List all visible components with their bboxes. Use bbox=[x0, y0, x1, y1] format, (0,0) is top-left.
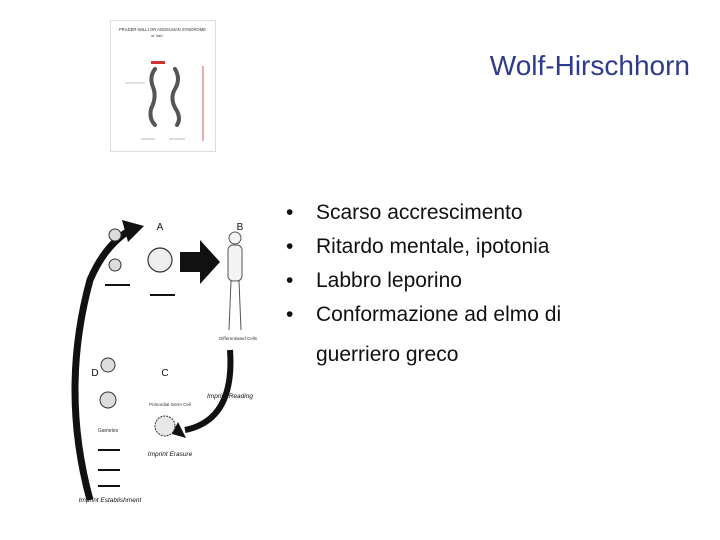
bullet-list: Scarso accrescimento Ritardo mentale, ip… bbox=[286, 196, 706, 372]
deletion-marker bbox=[151, 61, 165, 64]
bullet-item: Labbro leporino bbox=[286, 264, 706, 298]
label-gametes: Gametes bbox=[98, 428, 119, 434]
cell-a bbox=[147, 247, 173, 273]
label-imprint-establishment: Imprint Establishment bbox=[79, 497, 143, 504]
label-a: A bbox=[157, 222, 164, 233]
bullet-continuation: guerriero greco bbox=[316, 343, 459, 366]
label-imprint-erasure: Imprint Erasure bbox=[148, 451, 193, 458]
cell-gamete bbox=[99, 391, 117, 409]
cell-primordial bbox=[154, 415, 176, 437]
arrow-b-to-c-head bbox=[172, 422, 186, 438]
karyotype-subheader: or Vari bbox=[151, 33, 163, 38]
label-primordial: Primordial Germ Cell bbox=[149, 402, 191, 407]
cell-d bbox=[100, 357, 116, 373]
imprinting-cycle-figure: A B Differentiated Cells Imprint Reading… bbox=[60, 190, 260, 520]
label-c: C bbox=[161, 368, 168, 379]
cell-small bbox=[108, 228, 122, 242]
slide-title: Wolf-Hirschhorn bbox=[489, 50, 690, 81]
cycle-arrow-left bbox=[71, 226, 132, 501]
karyotype-drawing: PRADER-WILLI OR ANGELMAN SYNDROME or Var… bbox=[119, 27, 206, 141]
label-imprint-reading: Imprint Reading bbox=[207, 393, 253, 400]
chromosome-right bbox=[170, 67, 181, 127]
human-figure-icon bbox=[227, 231, 243, 331]
bullet-item: Scarso accrescimento bbox=[286, 196, 706, 230]
arrow-b-to-c bbox=[184, 349, 234, 433]
bullet-item: Ritardo mentale, ipotonia bbox=[286, 230, 706, 264]
bullet-item: Conformazione ad elmo di guerriero greco bbox=[286, 298, 706, 372]
karyotype-header: PRADER-WILLI OR ANGELMAN SYNDROME bbox=[119, 27, 206, 32]
imprinting-cycle-drawing: A B Differentiated Cells Imprint Reading… bbox=[71, 220, 258, 504]
karyotype-figure: PRADER-WILLI OR ANGELMAN SYNDROME or Var… bbox=[110, 20, 216, 152]
arrow-a-to-b bbox=[180, 240, 220, 284]
label-d: D bbox=[91, 368, 98, 379]
cell-small bbox=[108, 258, 122, 272]
label-b: B bbox=[237, 222, 244, 233]
cycle-arrow-head bbox=[122, 220, 144, 242]
label-differentiated: Differentiated Cells bbox=[219, 336, 258, 341]
chromosome-left bbox=[148, 67, 157, 127]
